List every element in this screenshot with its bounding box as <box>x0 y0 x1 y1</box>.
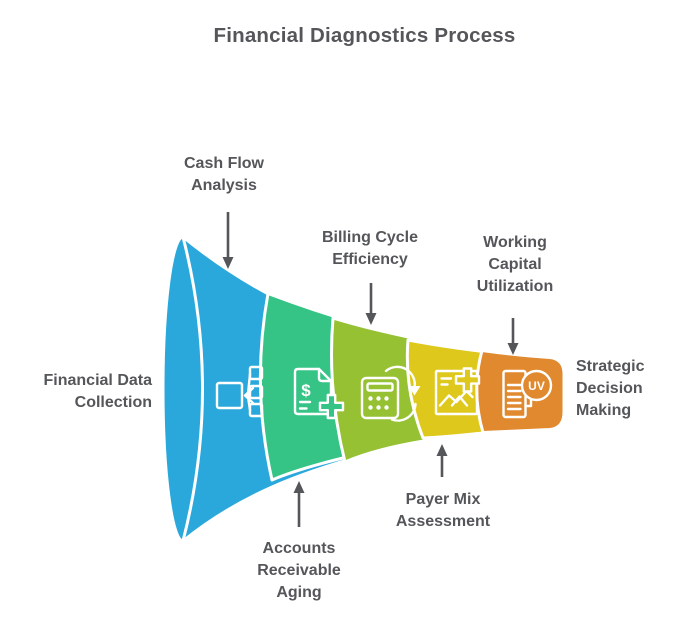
accounts-receivable-arrow <box>293 481 305 527</box>
billing-cycle-arrow <box>365 283 377 325</box>
working-capital-arrow <box>507 318 519 355</box>
billing-statement-plus-icon: $ <box>293 367 345 420</box>
uv-document-icon: UV <box>502 369 553 419</box>
data-distribution-icon <box>215 365 264 418</box>
label-accounts-receivable-aging: Accounts Receivable Aging <box>257 540 341 602</box>
payer-mix-arrow <box>436 444 448 477</box>
label-billing-cycle-efficiency: Billing Cycle Efficiency <box>321 229 419 269</box>
label-working-capital-utilization: Working Capital Utilization <box>476 234 554 296</box>
diagram-title: Financial Diagnostics Process <box>213 24 516 47</box>
label-strategic-decision-making: Strategic Decision Making <box>576 358 645 420</box>
svg-text:UV: UV <box>528 379 545 393</box>
calculator-cycle-icon <box>360 365 421 422</box>
label-financial-data-collection: Financial Data Collection <box>43 372 152 412</box>
svg-text:$: $ <box>301 381 311 400</box>
label-cash-flow-analysis: Cash Flow Analysis <box>183 155 265 195</box>
chart-plus-icon <box>434 367 481 416</box>
cash-flow-arrow <box>222 212 234 269</box>
label-payer-mix-assessment: Payer Mix Assessment <box>395 491 491 531</box>
